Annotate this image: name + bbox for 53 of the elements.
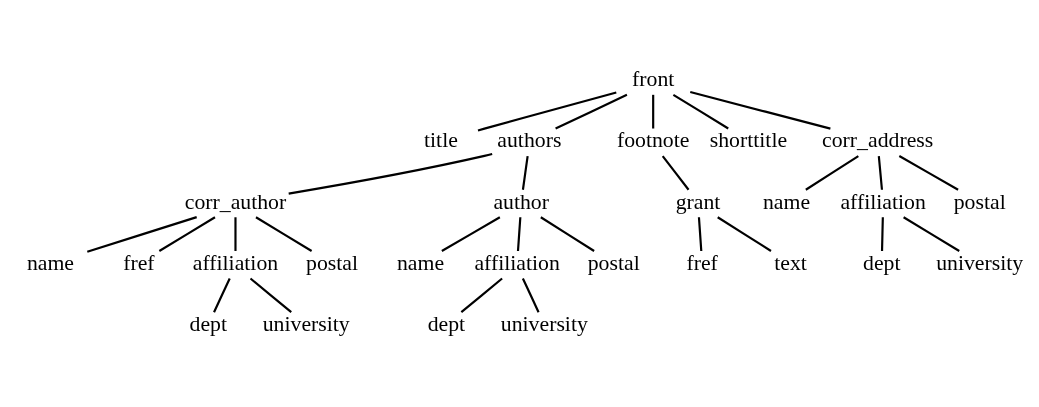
node-text: author [493,189,549,214]
node-text: footnote [616,128,690,153]
node-text: university [262,312,350,337]
connector [661,155,690,191]
connector [521,278,540,313]
node-text: postal [306,250,359,275]
connector [697,217,703,252]
connector [213,278,231,313]
node-text: dept [189,312,227,337]
connector [877,155,884,190]
node-text: university [500,312,588,337]
connector [880,217,884,251]
node-text: corr_author [184,189,287,214]
connector [903,216,960,252]
connector [689,91,831,130]
node-text: name [396,250,445,275]
node-text: name [26,250,74,275]
connector [477,91,617,132]
connector [86,216,197,253]
node-text: corr_address [822,128,934,153]
node-text: name [762,189,811,214]
node-text: title [424,128,458,153]
node-text: postal [953,189,1006,214]
node-text: affiliation [192,250,279,275]
node-text: grant [675,189,721,214]
connector [672,93,729,130]
connector [898,155,959,191]
node-text: affiliation [474,250,560,275]
node-text: shorttitle [709,128,788,153]
node-text: front [632,67,675,92]
connector [441,216,501,252]
connector [249,277,292,314]
connector [255,216,313,252]
node-text: dept [863,250,901,275]
connector [717,216,772,252]
connector [540,216,595,252]
node-text: university [936,250,1024,275]
node-text: dept [427,312,466,337]
connector [555,93,628,130]
connector [652,94,655,129]
connector [158,216,216,252]
node-text: fref [123,250,155,275]
connector [460,277,503,314]
connector [521,155,529,190]
connector [234,217,237,251]
node-text: text [774,250,807,275]
connector [288,152,493,195]
node-text: authors [497,128,562,153]
node-text: fref [686,250,718,275]
node-text: postal [587,250,640,275]
connector [805,155,859,191]
connector [516,217,522,252]
node-text: affiliation [840,189,926,214]
